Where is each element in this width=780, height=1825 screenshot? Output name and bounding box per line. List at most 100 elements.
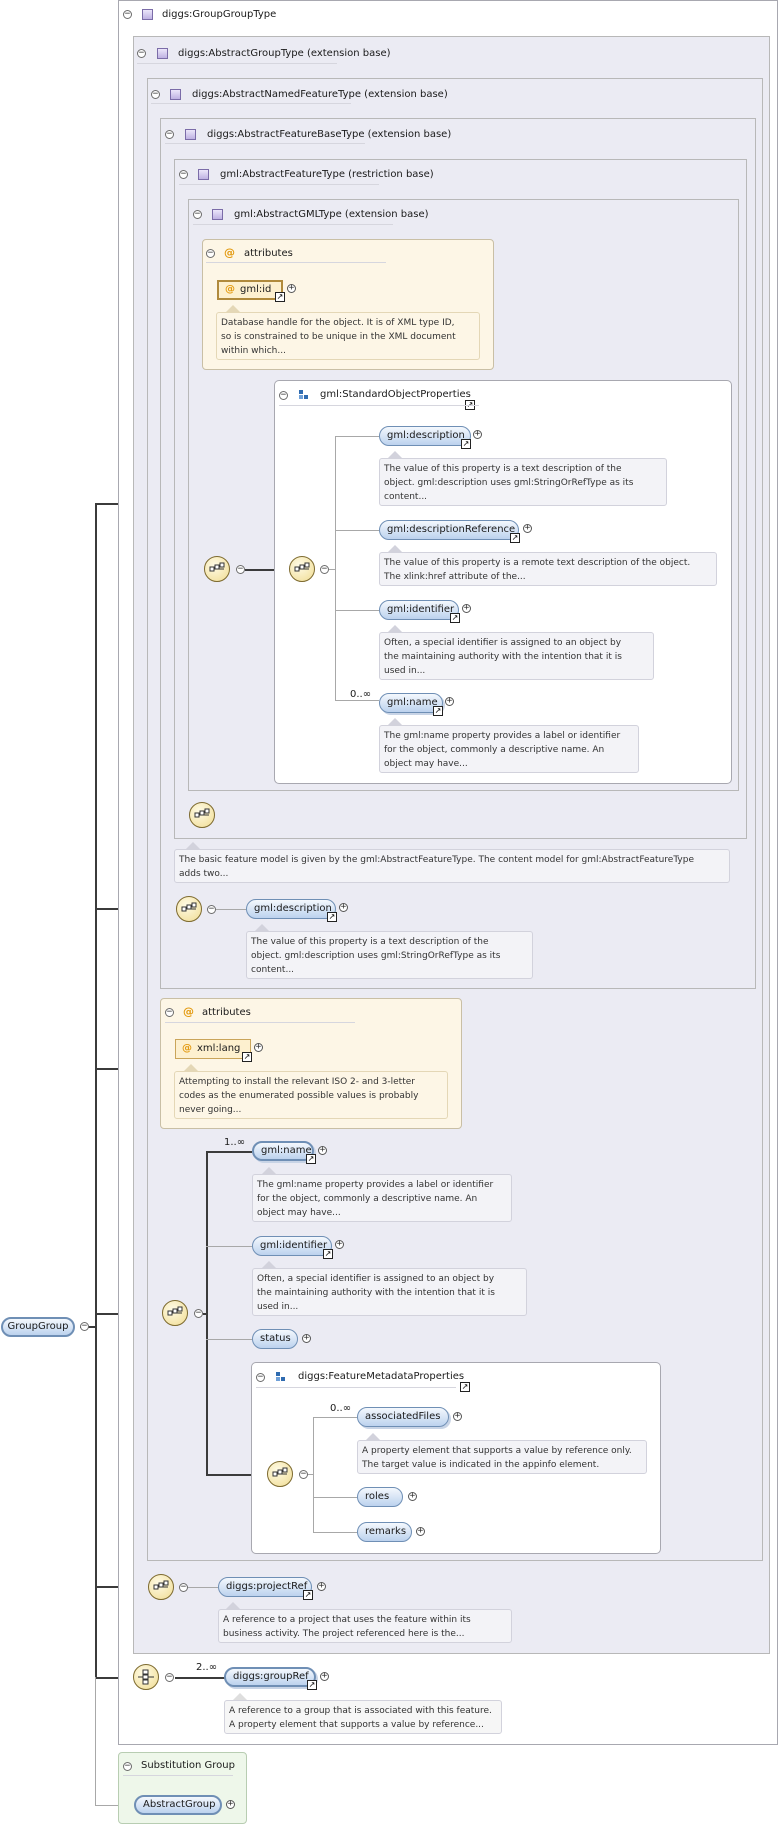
gml-name-element[interactable]: gml:name [379, 693, 443, 713]
element-link-arrow-icon[interactable]: ↗ [307, 1680, 317, 1690]
element-label: gml:identifier [260, 1240, 328, 1251]
element-link-arrow-icon[interactable]: ↗ [303, 1590, 313, 1600]
element-link-arrow-icon[interactable]: ↗ [510, 533, 520, 543]
desc-line: used in... [257, 1302, 299, 1312]
element-expand-icon[interactable]: + [302, 1333, 311, 1343]
sequence-toggle[interactable]: − [320, 564, 329, 574]
sequence-compositor-icon[interactable] [204, 556, 230, 582]
element-label: status [260, 1333, 291, 1344]
complex-type-icon [142, 9, 153, 20]
substitution-group-toggle[interactable]: − [123, 1761, 132, 1771]
associated-files-element[interactable]: associatedFiles [357, 1407, 449, 1427]
element-expand-icon[interactable]: + [453, 1411, 462, 1421]
feature-metadata-properties-title: diggs:FeatureMetadataProperties [298, 1371, 465, 1382]
sequence-toggle[interactable]: − [236, 564, 245, 574]
element-link-arrow-icon[interactable]: ↗ [327, 912, 337, 922]
xml-lang-attribute[interactable]: @xml:lang [175, 1039, 251, 1059]
sequence-toggle[interactable]: − [207, 904, 216, 914]
sequence-compositor-icon[interactable] [162, 1300, 188, 1326]
abstract-group-element[interactable]: AbstractGroup [134, 1795, 222, 1815]
standard-object-properties-toggle[interactable]: − [279, 390, 288, 400]
gml-id-attribute[interactable]: @gml:id [217, 280, 283, 300]
callout-notch [255, 924, 269, 931]
project-ref-element[interactable]: diggs:projectRef [218, 1577, 312, 1597]
sequence-compositor-icon[interactable] [148, 1574, 174, 1600]
element-link-arrow-icon[interactable]: ↗ [323, 1249, 333, 1259]
named-gml-name-element[interactable]: gml:name [252, 1141, 314, 1161]
attribute-icon: @ [183, 1005, 194, 1018]
gml-identifier-element[interactable]: gml:identifier [379, 600, 459, 620]
xml-lang-link-arrow-icon[interactable]: ↗ [242, 1052, 252, 1062]
sequence-compositor-icon[interactable] [189, 802, 215, 828]
gml-id-expand-icon[interactable]: + [287, 283, 296, 293]
feature-metadata-properties-link-arrow-icon[interactable]: ↗ [460, 1382, 470, 1392]
branch-line [216, 909, 246, 910]
element-expand-icon[interactable]: + [473, 429, 482, 439]
abstract-gml-type-toggle[interactable]: − [193, 209, 202, 219]
header-divider [123, 1775, 233, 1776]
gml-attributes-title: attributes [244, 248, 293, 259]
sequence-compositor-icon[interactable] [176, 896, 202, 922]
feature-metadata-properties-toggle[interactable]: − [256, 1372, 265, 1382]
branch-line [175, 1677, 225, 1679]
desc-line: object. gml:description uses gml:StringO… [251, 951, 501, 961]
element-expand-icon[interactable]: + [462, 603, 471, 613]
group-group-type-toggle[interactable]: − [123, 9, 132, 19]
gml-description-element[interactable]: gml:description [379, 426, 471, 446]
root-element-node[interactable]: GroupGroup [1, 1317, 75, 1337]
element-expand-icon[interactable]: + [339, 902, 348, 912]
xml-lang-expand-icon[interactable]: + [254, 1042, 263, 1052]
desc-line: used in... [384, 666, 426, 676]
element-expand-icon[interactable]: + [335, 1239, 344, 1249]
sequence-toggle[interactable]: − [179, 1582, 188, 1592]
choice-compositor-icon[interactable] [133, 1664, 159, 1690]
cardinality-label: 2..∞ [196, 1662, 218, 1673]
gml-id-link-arrow-icon[interactable]: ↗ [275, 292, 285, 302]
named-attributes-toggle[interactable]: − [165, 1007, 174, 1017]
gml-description-reference-element[interactable]: gml:descriptionReference [379, 520, 519, 540]
element-expand-icon[interactable]: + [523, 523, 532, 533]
element-link-arrow-icon[interactable]: ↗ [306, 1154, 316, 1164]
sequence-compositor-icon[interactable] [289, 556, 315, 582]
desc-line: A reference to a group that is associate… [229, 1706, 492, 1716]
element-expand-icon[interactable]: + [226, 1799, 235, 1809]
sequence-toggle[interactable]: − [299, 1469, 308, 1479]
header-divider [279, 405, 479, 406]
abstract-feature-type-desc: The basic feature model is given by the … [174, 849, 730, 883]
roles-element[interactable]: roles [357, 1487, 403, 1507]
desc-line: adds two... [179, 869, 229, 879]
abstract-feature-base-type-toggle[interactable]: − [165, 129, 174, 139]
element-label: remarks [365, 1526, 407, 1537]
abstract-group-type-toggle[interactable]: − [137, 48, 146, 58]
sequence-compositor-icon[interactable] [267, 1461, 293, 1487]
branch-line [313, 1497, 357, 1498]
desc-line: The value of this property is a remote t… [384, 558, 691, 568]
remarks-element[interactable]: remarks [357, 1522, 412, 1542]
status-element[interactable]: status [252, 1329, 298, 1349]
branch-line [206, 1474, 268, 1476]
root-element-label: GroupGroup [7, 1321, 69, 1332]
abstract-named-feature-type-toggle[interactable]: − [151, 89, 160, 99]
desc-line: the maintaining authority with the inten… [384, 652, 622, 662]
feature-base-description-element[interactable]: gml:description [246, 899, 336, 919]
element-expand-icon[interactable]: + [318, 1145, 327, 1155]
branch-line [188, 1587, 218, 1588]
element-link-arrow-icon[interactable]: ↗ [461, 439, 471, 449]
abstract-feature-type-toggle[interactable]: − [179, 169, 188, 179]
named-gml-identifier-element[interactable]: gml:identifier [252, 1236, 332, 1256]
gml-attributes-toggle[interactable]: − [206, 248, 215, 258]
element-expand-icon[interactable]: + [320, 1671, 329, 1681]
complex-type-icon [157, 48, 168, 59]
sequence-toggle[interactable]: − [194, 1308, 203, 1318]
root-collapse-toggle[interactable]: − [80, 1321, 89, 1331]
element-link-arrow-icon[interactable]: ↗ [433, 706, 443, 716]
group-ref-desc: A reference to a group that is associate… [224, 1700, 502, 1734]
group-ref-element[interactable]: diggs:groupRef [224, 1667, 316, 1687]
element-link-arrow-icon[interactable]: ↗ [450, 613, 460, 623]
desc-line: never going... [179, 1105, 242, 1115]
element-expand-icon[interactable]: + [408, 1491, 417, 1501]
choice-toggle[interactable]: − [165, 1672, 174, 1682]
element-expand-icon[interactable]: + [416, 1526, 425, 1536]
element-expand-icon[interactable]: + [317, 1581, 326, 1591]
element-expand-icon[interactable]: + [445, 696, 454, 706]
